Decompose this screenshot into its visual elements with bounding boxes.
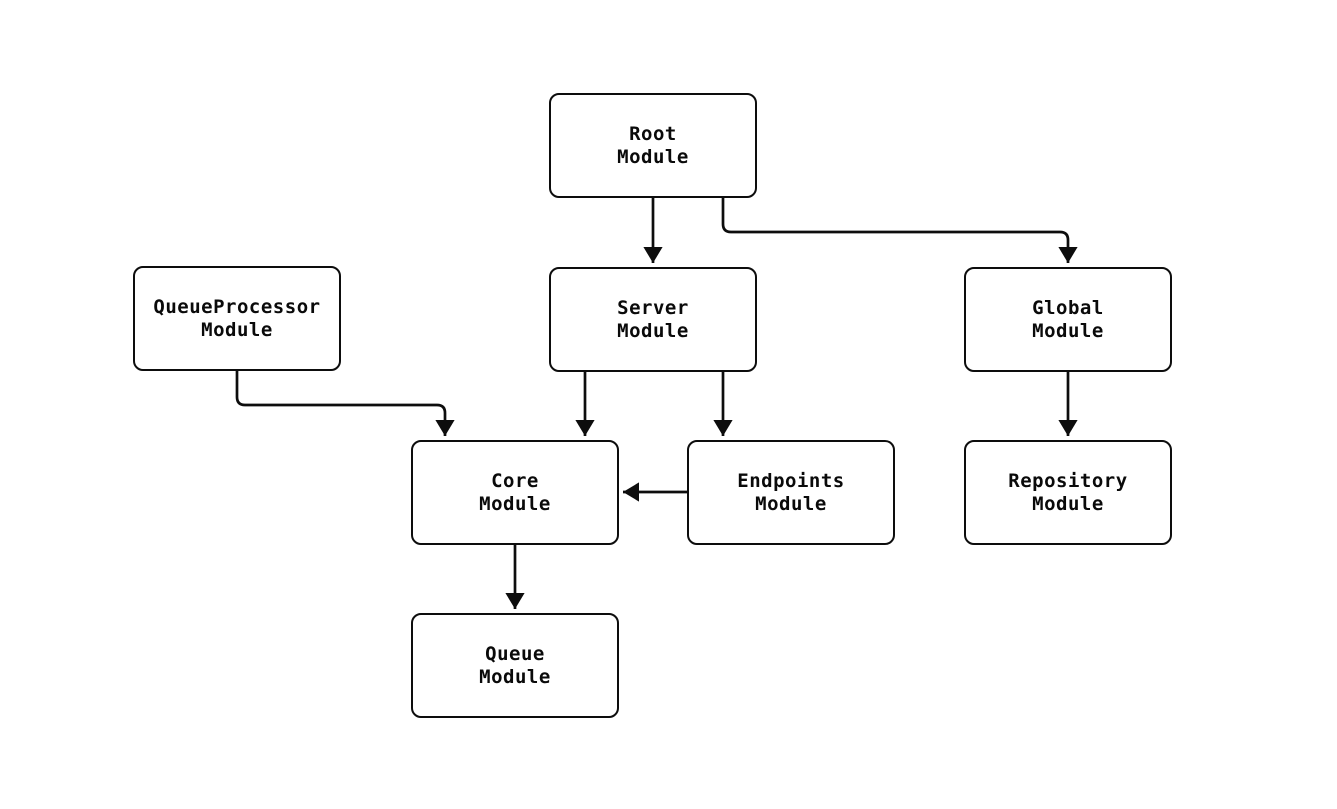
edge-queueprocessor-core <box>235 371 455 436</box>
edge-root-global <box>721 198 1078 263</box>
node-core-module-label: Core Module <box>479 469 551 515</box>
node-server-module: Server Module <box>549 267 757 372</box>
node-core-module: Core Module <box>411 440 619 545</box>
node-queueprocessor-module-label: QueueProcessor Module <box>153 295 321 341</box>
node-repository-module: Repository Module <box>964 440 1172 545</box>
node-queue-module-label: Queue Module <box>479 642 551 688</box>
node-queue-module: Queue Module <box>411 613 619 718</box>
node-server-module-label: Server Module <box>617 296 689 342</box>
node-endpoints-module-label: Endpoints Module <box>737 469 845 515</box>
node-global-module: Global Module <box>964 267 1172 372</box>
node-repository-module-label: Repository Module <box>1008 469 1128 515</box>
node-endpoints-module: Endpoints Module <box>687 440 895 545</box>
node-global-module-label: Global Module <box>1032 296 1104 342</box>
node-root-module: Root Module <box>549 93 757 198</box>
node-queueprocessor-module: QueueProcessor Module <box>133 266 341 371</box>
node-root-module-label: Root Module <box>617 122 689 168</box>
